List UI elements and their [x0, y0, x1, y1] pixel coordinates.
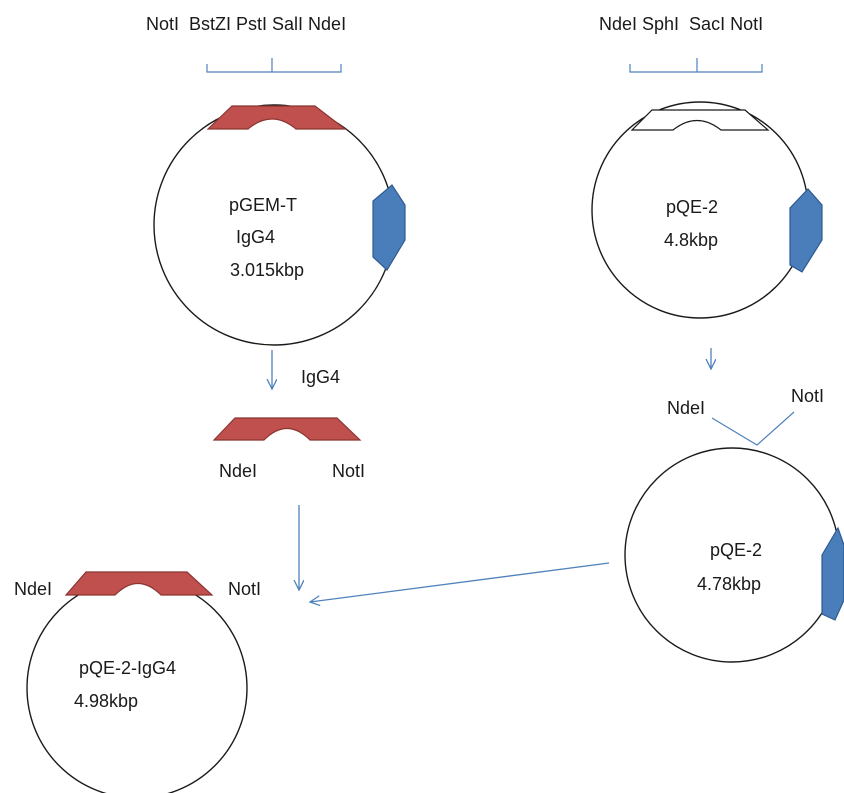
pqe2-cut-name: pQE-2	[710, 540, 762, 560]
igg4-fragment-ndei: NdeI	[219, 461, 257, 481]
pgemt-plasmid: NotI BstZI PstI SalI NdeI pGEM-T IgG4 3.…	[146, 14, 406, 346]
product-igg4-insert	[64, 571, 214, 596]
pqe2-cut-lines	[711, 411, 795, 446]
product-circle	[26, 577, 248, 793]
pgemt-restriction-sites: NotI BstZI PstI SalI NdeI	[146, 14, 346, 34]
pgemt-insert-label: IgG4	[236, 227, 275, 247]
pqe2-restriction-sites: NdeI SphI SacI NotI	[599, 14, 763, 34]
pgemt-circle	[153, 104, 395, 346]
pqe2-mcs-bracket	[629, 58, 763, 73]
ligation-arrow-left	[310, 562, 610, 602]
pgemt-mcs-bracket	[206, 58, 342, 73]
product-ndei: NdeI	[14, 579, 52, 599]
igg4-fragment-label: IgG4	[301, 367, 340, 387]
igg4-fragment-noti: NotI	[332, 461, 365, 481]
product-noti: NotI	[228, 579, 261, 599]
pqe2-name: pQE-2	[666, 197, 718, 217]
igg4-fragment: IgG4 NdeI NotI	[212, 367, 365, 481]
pgemt-promoter-arrow	[372, 184, 406, 271]
pqe2-promoter-arrow	[789, 188, 823, 273]
pqe2-size: 4.8kbp	[664, 230, 718, 250]
pqe2-cut-promoter-arrow	[821, 526, 844, 621]
pqe2-plasmid: NdeI SphI SacI NotI pQE-2 4.8kbp	[591, 14, 823, 319]
pgemt-igg4-insert	[206, 105, 347, 130]
product-name: pQE-2-IgG4	[79, 658, 176, 678]
product-size: 4.98kbp	[74, 691, 138, 711]
pqe2-empty-mcs	[630, 109, 770, 131]
igg4-fragment-shape	[212, 417, 362, 441]
pqe2-cut-ndei: NdeI	[667, 398, 705, 418]
pqe2-cut-plasmid: NdeI NotI pQE-2 4.78kbp	[624, 386, 844, 663]
pqe2-cut-size: 4.78kbp	[697, 574, 761, 594]
pgemt-size: 3.015kbp	[230, 260, 304, 280]
pgemt-name: pGEM-T	[229, 195, 297, 215]
pqe2-cut-noti: NotI	[791, 386, 824, 406]
product-plasmid: NdeI NotI pQE-2-IgG4 4.98kbp	[14, 571, 261, 793]
